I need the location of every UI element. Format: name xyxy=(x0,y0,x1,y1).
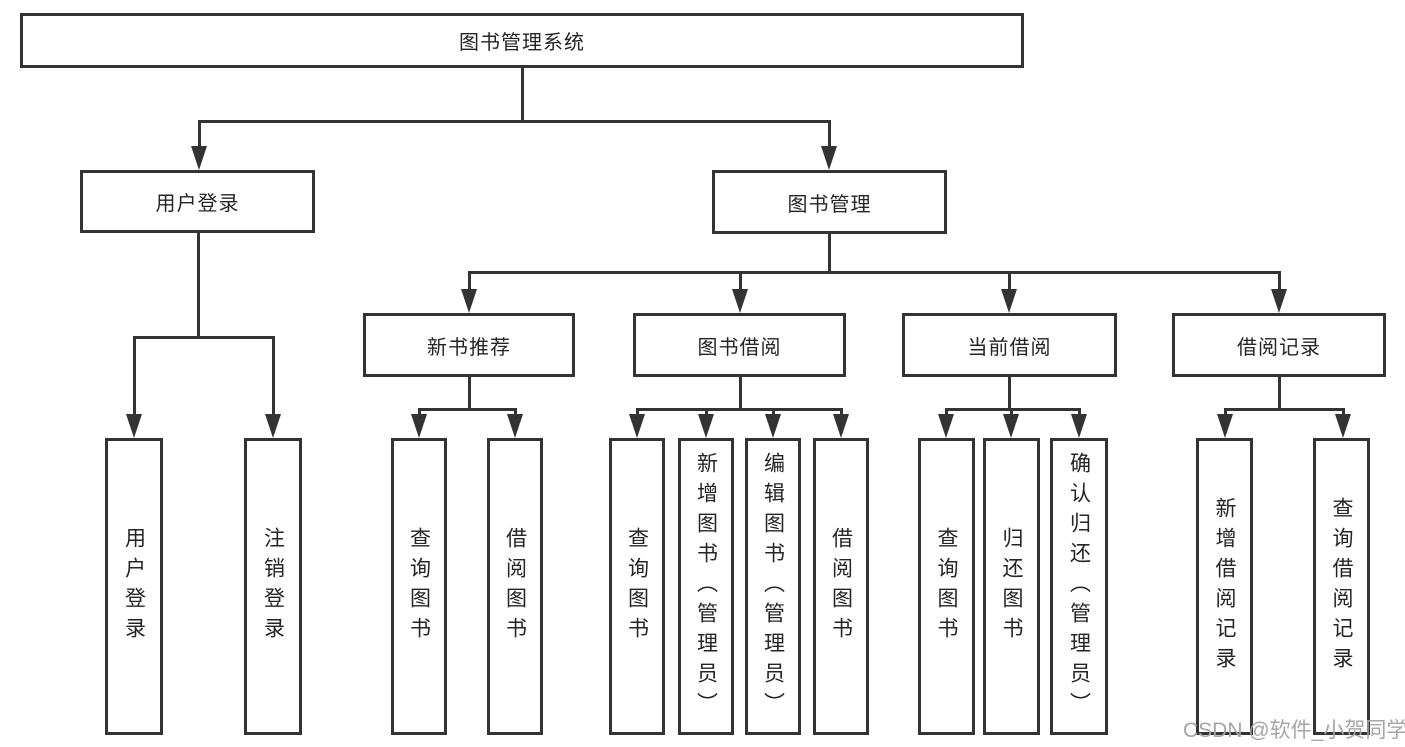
leaf-query-books-recommend: 查询图书 xyxy=(391,438,447,735)
node-label: 查询图书 xyxy=(625,526,649,647)
node-label: 查询借阅记录 xyxy=(1330,496,1353,677)
connector-stem-6 xyxy=(1278,377,1281,411)
leaf-return-books: 归还图书 xyxy=(983,438,1040,735)
arrow-down-icon xyxy=(1001,289,1017,313)
node-label: 借阅图书 xyxy=(829,526,853,647)
node-label: 用户登录 xyxy=(155,193,240,215)
node-label: 图书借阅 xyxy=(697,336,782,359)
leaf-query-borrow-record: 查询借阅记录 xyxy=(1313,438,1370,735)
leaf-edit-books-admin: 编辑图书（管理员） xyxy=(745,438,801,735)
leaf-borrow-books: 借阅图书 xyxy=(813,438,869,735)
connector-stem-1 xyxy=(197,233,200,339)
node-label: 新书推荐 xyxy=(427,336,511,359)
arrow-down-icon xyxy=(1071,414,1087,438)
connector-bus-2 xyxy=(468,271,1281,274)
node-book-borrowing: 图书借阅 xyxy=(633,313,846,377)
node-label: 注销登录 xyxy=(261,526,285,647)
node-label: 用户登录 xyxy=(122,526,146,647)
arrow-down-icon xyxy=(833,414,849,438)
node-borrowing-records: 借阅记录 xyxy=(1172,313,1386,377)
arrow-down-icon xyxy=(1335,414,1351,438)
arrow-down-icon xyxy=(191,146,207,170)
leaf-user-login: 用户登录 xyxy=(105,438,163,735)
leaf-add-borrow-record: 新增借阅记录 xyxy=(1196,438,1253,735)
connector-drop-1 xyxy=(272,336,275,420)
connector-stem-3 xyxy=(468,377,471,411)
connector-bus-0 xyxy=(198,120,831,123)
arrow-down-icon xyxy=(1003,414,1019,438)
node-user-login: 用户登录 xyxy=(80,170,315,233)
arrow-down-icon xyxy=(1217,414,1233,438)
arrow-down-icon xyxy=(732,289,748,313)
leaf-query-books-current: 查询图书 xyxy=(918,438,975,735)
leaf-query-books-borrow: 查询图书 xyxy=(609,438,665,735)
arrow-down-icon xyxy=(507,414,523,438)
arrow-down-icon xyxy=(629,414,645,438)
node-current-borrowing: 当前借阅 xyxy=(902,313,1117,377)
connector-bus-6 xyxy=(1224,408,1345,411)
leaf-add-books-admin: 新增图书（管理员） xyxy=(678,438,734,735)
connector-drop-1 xyxy=(133,336,136,420)
arrow-down-icon xyxy=(461,289,477,313)
connector-drop-0 xyxy=(828,120,831,152)
connector-stem-2 xyxy=(828,234,831,274)
connector-drop-2 xyxy=(739,271,742,295)
arrow-down-icon xyxy=(821,146,837,170)
connector-stem-0 xyxy=(521,68,524,123)
connector-bus-1 xyxy=(133,336,275,339)
arrow-down-icon xyxy=(265,414,281,438)
arrow-down-icon xyxy=(765,414,781,438)
node-label: 确认归还（管理员） xyxy=(1067,451,1091,722)
node-label: 借阅图书 xyxy=(503,526,527,647)
arrow-down-icon xyxy=(1271,289,1287,313)
node-label: 查询图书 xyxy=(407,526,431,647)
node-root-library-system: 图书管理系统 xyxy=(20,13,1024,68)
connector-bus-3 xyxy=(418,408,517,411)
node-new-book-recommendation: 新书推荐 xyxy=(363,313,575,377)
connector-bus-4 xyxy=(636,408,843,411)
leaf-confirm-return-admin: 确认归还（管理员） xyxy=(1050,438,1108,735)
leaf-borrow-books-recommend: 借阅图书 xyxy=(487,438,543,735)
arrow-down-icon xyxy=(411,414,427,438)
node-label: 当前借阅 xyxy=(967,336,1052,359)
node-label: 归还图书 xyxy=(1000,526,1023,647)
connector-drop-2 xyxy=(1008,271,1011,295)
node-label: 编辑图书（管理员） xyxy=(761,451,785,722)
node-label: 新增借阅记录 xyxy=(1213,496,1236,677)
leaf-logout: 注销登录 xyxy=(244,438,302,735)
node-label: 借阅记录 xyxy=(1237,336,1321,359)
connector-drop-2 xyxy=(1278,271,1281,295)
arrow-down-icon xyxy=(698,414,714,438)
node-label: 图书管理 xyxy=(787,193,872,216)
csdn-watermark: CSDN @软件_小贺同学 xyxy=(1183,719,1405,742)
connector-stem-5 xyxy=(1008,377,1011,411)
connector-drop-0 xyxy=(198,120,201,152)
arrow-down-icon xyxy=(938,414,954,438)
node-book-management: 图书管理 xyxy=(712,170,947,234)
connector-stem-4 xyxy=(739,377,742,411)
arrow-down-icon xyxy=(126,414,142,438)
node-label: 图书管理系统 xyxy=(459,32,585,54)
node-label: 新增图书（管理员） xyxy=(694,451,718,722)
connector-bus-5 xyxy=(945,408,1081,411)
connector-drop-2 xyxy=(468,271,471,295)
node-label: 查询图书 xyxy=(935,526,958,647)
